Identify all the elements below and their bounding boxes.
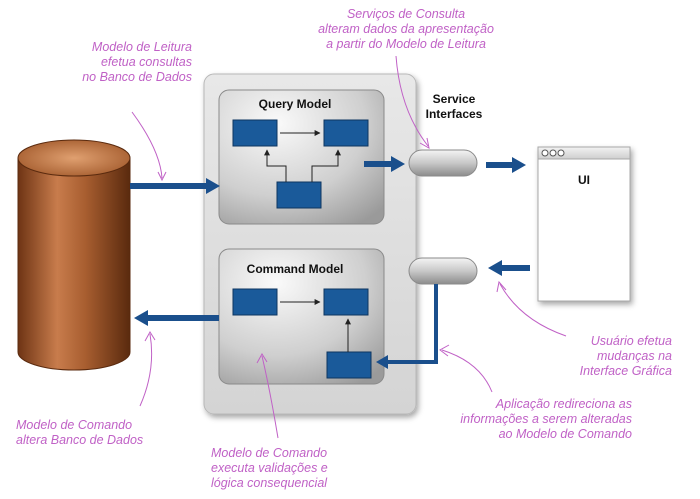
service-interfaces-title-line2: Interfaces — [426, 107, 483, 121]
annotation-user-changes: Usuário efetua mudanças na Interface Grá… — [579, 334, 672, 378]
ui-window — [537, 146, 631, 302]
pointer-command-validation — [256, 353, 279, 439]
query-model-title: Query Model — [259, 97, 332, 111]
arrow-ui-to-service — [488, 260, 530, 276]
pointer-app-redirect — [439, 344, 493, 393]
command-model-title: Command Model — [247, 262, 344, 276]
arrow-service-to-ui — [486, 157, 526, 173]
pointer-user-changes — [496, 280, 567, 337]
annotation-query-services: Serviços de Consulta alteram dados da ap… — [318, 7, 494, 51]
command-block-left — [232, 288, 278, 316]
query-block-right — [323, 119, 369, 147]
pointer-query-services — [395, 55, 430, 149]
query-service-capsule — [408, 149, 478, 177]
database-cylinder — [17, 139, 131, 371]
window-control-icons — [541, 149, 565, 157]
query-connector-bottom-left — [264, 149, 287, 182]
annotation-command-validation: Modelo de Comando executa validações e l… — [211, 446, 328, 490]
arrow-command-to-db — [134, 310, 219, 326]
query-connector-bottom-right — [311, 149, 341, 182]
ui-label: UI — [578, 173, 590, 187]
command-block-bottom — [326, 351, 372, 379]
pointer-read-model — [131, 111, 167, 182]
arrow-service-to-command — [376, 284, 438, 369]
arrow-query-to-service — [364, 156, 405, 172]
command-service-capsule — [408, 257, 478, 285]
annotation-app-redirect: Aplicação redireciona as informações a s… — [460, 397, 632, 441]
annotation-command-db: Modelo de Comando altera Banco de Dados — [16, 418, 144, 447]
pointer-command-db — [139, 331, 156, 407]
service-interfaces-title-line1: Service — [433, 92, 476, 106]
arrow-db-to-query — [130, 178, 220, 194]
annotation-read-model: Modelo de Leitura efetua consultas no Ba… — [82, 40, 192, 84]
command-block-right — [323, 288, 369, 316]
query-block-bottom — [276, 181, 322, 209]
query-block-left — [232, 119, 278, 147]
